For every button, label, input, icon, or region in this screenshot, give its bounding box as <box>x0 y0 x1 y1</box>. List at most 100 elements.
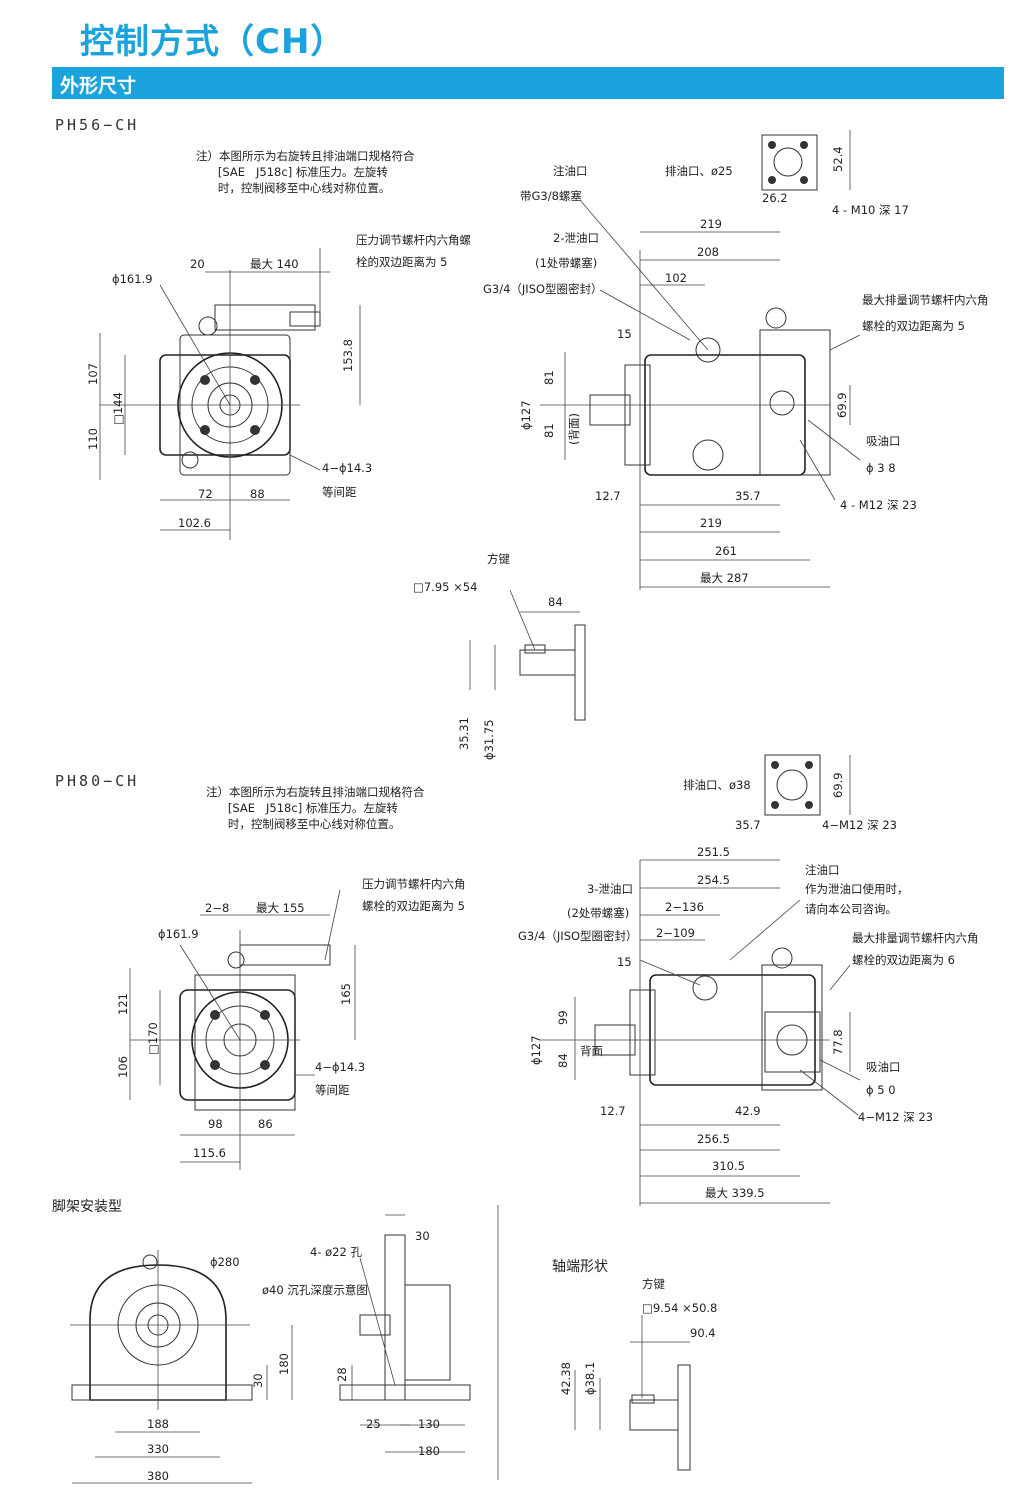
ph56-drain: 2-泄油口 <box>553 231 599 245</box>
ph80-holes: 4−ϕ14.3 <box>315 1060 365 1074</box>
ph56-holes: 4−ϕ14.3 <box>322 461 372 475</box>
ph56-shaft-dia: ϕ127 <box>519 400 533 430</box>
ph80-dim-2-109: 2−109 <box>656 926 695 940</box>
foot-dim-380: 380 <box>147 1469 169 1483</box>
ph56-dim-69: 69.9 <box>835 392 849 418</box>
ph56-dim-287: 最大 287 <box>700 571 749 585</box>
ph80-g34: G3/4（JISO型圈密封） <box>518 929 638 943</box>
ph80-dim-86: 86 <box>258 1117 273 1131</box>
ph56-dim-72: 72 <box>198 487 213 501</box>
ph56-key: 方键 <box>487 552 510 566</box>
ph80-dim-121: 121 <box>116 993 130 1015</box>
ph56-dim-20: 20 <box>190 257 205 271</box>
ph80-dim-69: 69.9 <box>831 772 845 798</box>
ph56-inlet-dia: ϕ 3 8 <box>866 461 896 475</box>
ph80-fill-2: 作为泄油口使用时， <box>805 882 909 896</box>
ph56-callout-1: 压力调节螺杆内六角螺 <box>356 233 471 247</box>
ph80-equal: 等间距 <box>315 1083 350 1097</box>
ph56-pcd: ϕ161.9 <box>112 272 153 286</box>
ph80-dim-42: 42.9 <box>735 1104 761 1118</box>
ph80-dim-99: 99 <box>556 1010 570 1025</box>
ph56-m12: 4 - M12 深 23 <box>840 498 917 512</box>
ph80-dim-310: 310.5 <box>712 1159 745 1173</box>
foot-dim-330: 330 <box>147 1442 169 1456</box>
ph56-dim-153: 153.8 <box>341 339 355 372</box>
ph80-adj-2: 螺栓的双边距离为 6 <box>852 953 955 967</box>
ph56-dim-26: 26.2 <box>762 191 788 205</box>
ph56-dim-84: 84 <box>548 595 563 609</box>
foot-dim-180v: 180 <box>277 1353 291 1375</box>
ph80-callout-1: 压力调节螺杆内六角 <box>362 877 466 891</box>
ph80-fill: 注油口 <box>805 863 840 877</box>
ph80-front-view: 2−8 最大 155 ϕ161.9 压力调节螺杆内六角 螺栓的双边距离为 5 1… <box>116 877 466 1170</box>
ph56-dim-219a: 219 <box>700 217 722 231</box>
model-ph80: PH80−CH <box>55 772 140 790</box>
ph56-front-view: ϕ161.9 20 最大 140 压力调节螺杆内六角螺 栓的双边距离为 5 15… <box>86 233 471 540</box>
ph80-adj-1: 最大排量调节螺杆内六角 <box>852 931 979 945</box>
ph56-side-view: 注油口 带G3/8螺塞 2-泄油口 (1处带螺塞) G3/4（JISO型圈密封）… <box>483 130 989 590</box>
shaft-dim-90: 90.4 <box>690 1326 716 1340</box>
ph80-dim-339: 最大 339.5 <box>705 1186 765 1200</box>
ph56-dim-261: 261 <box>715 544 737 558</box>
ph80-inlet-dia: ϕ 5 0 <box>866 1083 896 1097</box>
shaft-dim-42: 42.38 <box>559 1362 573 1395</box>
ph80-drain-plug: (2处带螺塞) <box>567 906 629 920</box>
shaft-key: 方键 <box>642 1277 665 1291</box>
ph56-adj-2: 螺栓的双边距离为 5 <box>862 319 965 333</box>
foot-dim-180b: 180 <box>418 1444 440 1458</box>
ph56-dim-12: 12.7 <box>595 489 621 503</box>
ph56-dim-81a: 81 <box>542 370 556 385</box>
ph80-dim-115: 115.6 <box>193 1146 226 1160</box>
foot-dim-30b: 30 <box>251 1373 265 1388</box>
ph80-dim-77: 77.8 <box>831 1029 845 1055</box>
ph56-key-detail: 方键 □7.95 ×54 84 35.31 ϕ31.75 <box>413 552 586 760</box>
ph80-callout-2: 螺栓的双边距离为 5 <box>362 899 465 913</box>
ph56-dim-81b: 81 <box>542 423 556 438</box>
ph80-dim-84: 84 <box>556 1053 570 1068</box>
ph56-dim-35: 35.7 <box>735 489 761 503</box>
ph56-back: (背面) <box>567 413 581 445</box>
ph56-dim-102: 102.6 <box>178 516 211 530</box>
ph80-m12b: 4−M12 深 23 <box>858 1110 933 1124</box>
ph80-dim-256: 256.5 <box>697 1132 730 1146</box>
ph80-dim-106: 106 <box>116 1056 130 1078</box>
shaft-end-view: 方键 □9.54 ×50.8 90.4 42.38 ϕ38.1 <box>559 1277 717 1471</box>
ph56-inlet: 吸油口 <box>866 434 901 448</box>
page-title: 控制方式（CH） <box>80 22 346 62</box>
ph56-dim-144: □144 <box>111 392 125 425</box>
foot-d280: ϕ280 <box>210 1255 240 1269</box>
ph56-plug: 带G3/8螺塞 <box>520 189 582 203</box>
ph80-dim-254: 254.5 <box>697 873 730 887</box>
foot-dim-25: 25 <box>366 1417 381 1431</box>
ph56-dim-max140: 最大 140 <box>250 257 299 271</box>
ph56-dim-107: 107 <box>86 363 100 385</box>
ph80-dim-251: 251.5 <box>697 845 730 859</box>
shaft-end-label: 轴端形状 <box>552 1259 608 1275</box>
ph80-inlet: 吸油口 <box>866 1060 901 1074</box>
ph56-dim-35-31: 35.31 <box>457 717 471 750</box>
ph56-drain-plug: (1处带螺塞) <box>535 256 597 270</box>
ph56-callout-2: 栓的双边距离为 5 <box>356 255 447 269</box>
section-bar: 外形尺寸 <box>52 67 1004 99</box>
ph56-fill-port: 注油口 <box>553 164 588 178</box>
ph80-shaft-dia: ϕ127 <box>529 1035 543 1065</box>
ph56-outlet: 排油口、ø25 <box>665 164 733 178</box>
ph80-drain: 3-泄油口 <box>587 882 633 896</box>
note-ph80: 注）本图所示为右旋转且排油端口规格符合 [SAE J518c] 标准压力。左旋转… <box>206 785 425 831</box>
ph56-keysize: □7.95 ×54 <box>413 580 477 594</box>
foot-holes: 4- ø22 孔 <box>310 1245 362 1259</box>
foot-dim-188: 188 <box>147 1417 169 1431</box>
foot-dim-30a: 30 <box>415 1229 430 1243</box>
ph80-back: 背面 <box>580 1044 603 1058</box>
ph80-dim-165: 165 <box>339 983 353 1005</box>
ph80-dim-35: 35.7 <box>735 818 761 832</box>
ph80-dim-15: 15 <box>617 955 632 969</box>
ph56-m10: 4 - M10 深 17 <box>832 203 909 217</box>
section-title: 外形尺寸 <box>60 75 137 97</box>
shaft-dim-38: ϕ38.1 <box>583 1362 597 1395</box>
ph80-dim-2-136: 2−136 <box>665 900 704 914</box>
ph80-side-view: 排油口、ø38 69.9 35.7 4−M12 深 23 251.5 254.5… <box>518 754 979 1206</box>
ph56-dim-52: 52.4 <box>831 146 845 172</box>
model-ph56: PH56−CH <box>55 116 140 134</box>
